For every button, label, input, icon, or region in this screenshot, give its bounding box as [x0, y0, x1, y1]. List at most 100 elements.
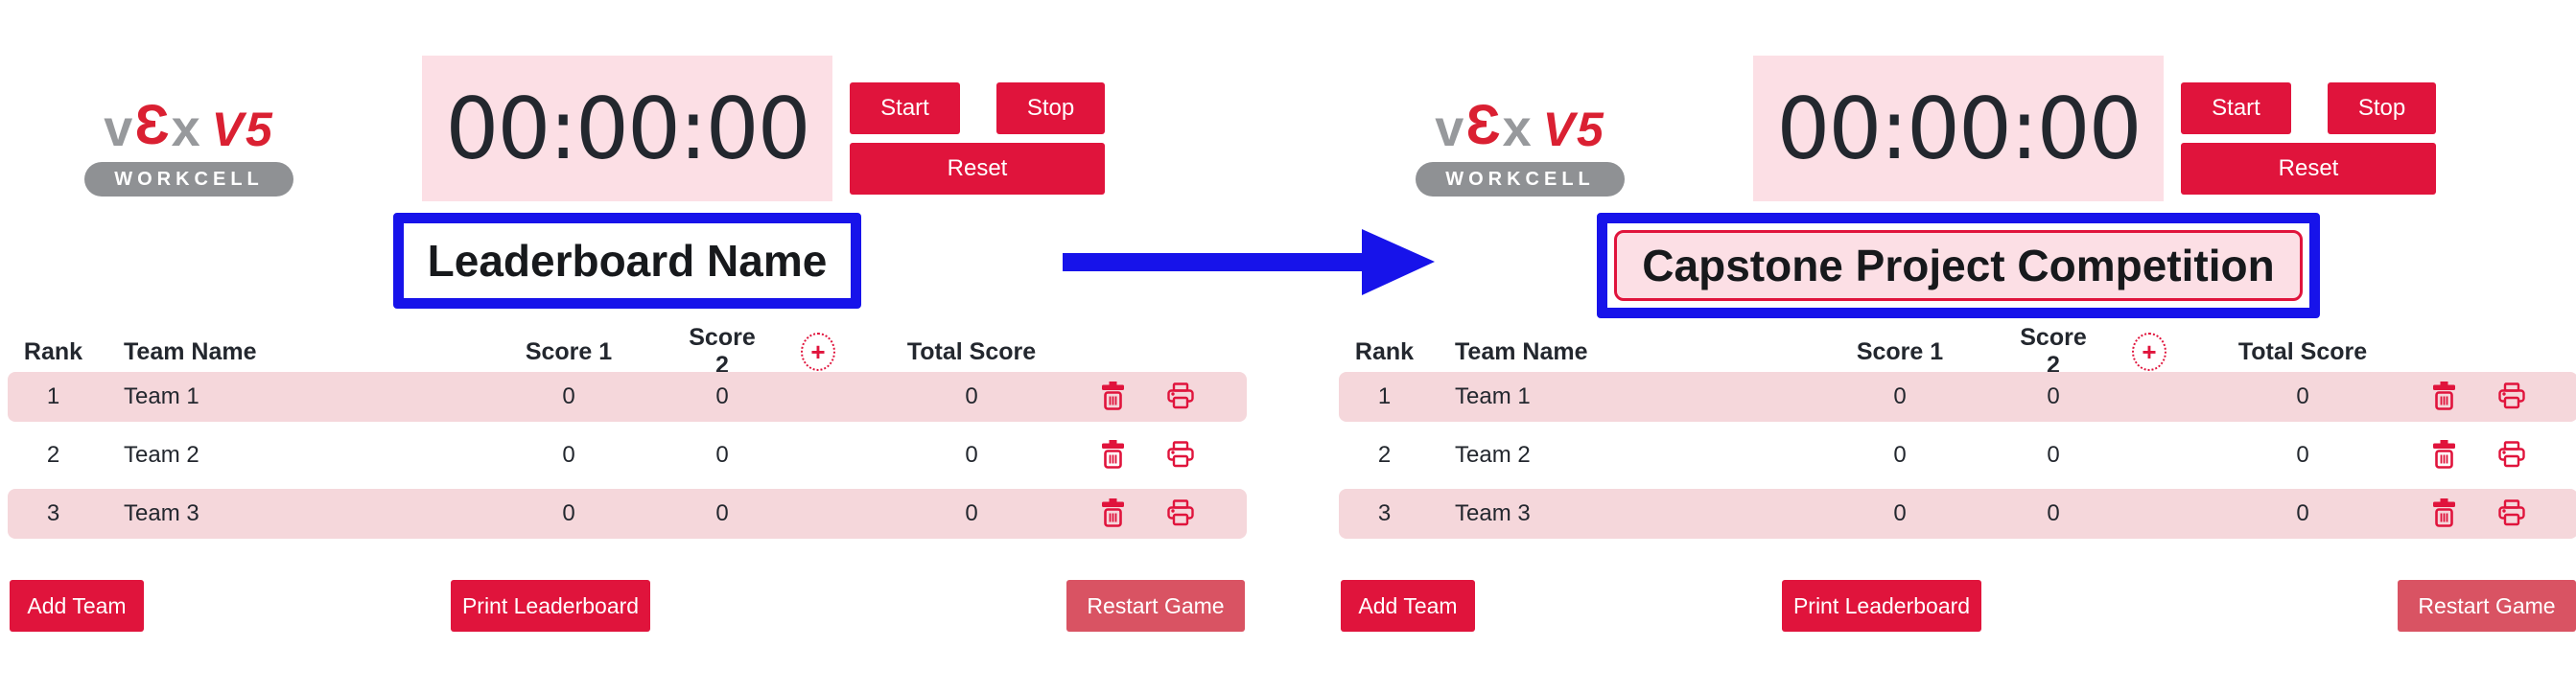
table-row: 1 Team 1 0 0 0	[1339, 372, 2576, 422]
header-score-1: Score 1	[1856, 337, 1944, 365]
header-rank: Rank	[23, 337, 83, 365]
header-total-score: Total Score	[2237, 337, 2368, 365]
timer-controls: Start Stop Reset	[2181, 82, 2436, 195]
timer-controls: Start Stop Reset	[850, 82, 1105, 195]
team-name-cell[interactable]: Team 3	[124, 500, 199, 526]
score-2-cell[interactable]: 0	[2047, 383, 2060, 409]
score-2-cell[interactable]: 0	[715, 500, 729, 526]
vex-e-glyph: Ɛ	[134, 94, 172, 156]
start-stop-row: Start Stop	[850, 82, 1105, 134]
timer-display: 00:00:00	[422, 56, 832, 201]
start-stop-row: Start Stop	[2181, 82, 2436, 134]
table-row: 3 Team 3 0 0 0	[8, 489, 1247, 539]
print-leaderboard-button[interactable]: Print Leaderboard	[1782, 580, 1981, 632]
total-score-cell: 0	[2296, 383, 2309, 409]
restart-game-button[interactable]: Restart Game	[1066, 580, 1245, 632]
printer-icon	[2497, 498, 2526, 529]
print-team-button[interactable]	[1166, 440, 1195, 471]
workcell-badge: WORKCELL	[84, 162, 293, 197]
delete-team-button[interactable]	[1101, 439, 1125, 472]
trash-icon	[1101, 439, 1125, 472]
team-rows: 1 Team 1 0 0 0 2 Team 2 0 0 0	[8, 372, 1247, 547]
team-name-cell[interactable]: Team 2	[124, 442, 199, 468]
team-name-cell[interactable]: Team 1	[124, 383, 199, 409]
rank-cell: 2	[1377, 442, 1392, 468]
trash-icon	[1101, 497, 1125, 530]
printer-icon	[2497, 440, 2526, 471]
delete-team-button[interactable]	[2432, 439, 2456, 472]
score-2-cell[interactable]: 0	[2047, 500, 2060, 526]
table-row: 3 Team 3 0 0 0	[1339, 489, 2576, 539]
timer-display: 00:00:00	[1753, 56, 2164, 201]
leaderboard-title-row: Leaderboard Name	[8, 213, 1247, 309]
footer-actions: Add Team Print Leaderboard Restart Game	[8, 580, 1247, 632]
printer-icon	[1166, 382, 1195, 412]
vex-e-glyph: Ɛ	[1465, 94, 1503, 156]
print-team-button[interactable]	[2497, 382, 2526, 412]
table-header: Rank Team Name Score 1 Score 2 + Total S…	[1339, 324, 2576, 379]
reset-button[interactable]: Reset	[850, 143, 1105, 195]
add-team-button[interactable]: Add Team	[10, 580, 144, 632]
header-team-name: Team Name	[1455, 337, 1588, 365]
total-score-cell: 0	[965, 500, 978, 526]
annotation-highlight-box: Capstone Project Competition	[1597, 213, 2320, 318]
table-row: 1 Team 1 0 0 0	[8, 372, 1247, 422]
score-1-cell[interactable]: 0	[1893, 383, 1907, 409]
total-score-cell: 0	[965, 442, 978, 468]
start-button[interactable]: Start	[850, 82, 960, 134]
score-1-cell[interactable]: 0	[1893, 442, 1907, 468]
team-name-cell[interactable]: Team 1	[1455, 383, 1531, 409]
reset-button[interactable]: Reset	[2181, 143, 2436, 195]
team-name-cell[interactable]: Team 3	[1455, 500, 1531, 526]
add-team-button[interactable]: Add Team	[1341, 580, 1475, 632]
delete-team-button[interactable]	[1101, 381, 1125, 413]
print-team-button[interactable]	[1166, 382, 1195, 412]
table-row: 2 Team 2 0 0 0	[1339, 430, 2576, 480]
rank-cell: 1	[1377, 383, 1392, 409]
total-score-cell: 0	[2296, 442, 2309, 468]
header-score-1: Score 1	[525, 337, 613, 365]
printer-icon	[1166, 440, 1195, 471]
team-name-cell[interactable]: Team 2	[1455, 442, 1531, 468]
start-button[interactable]: Start	[2181, 82, 2291, 134]
score-1-cell[interactable]: 0	[562, 500, 575, 526]
score-1-cell[interactable]: 0	[562, 383, 575, 409]
add-score-column-button[interactable]: +	[801, 333, 835, 371]
header-rank: Rank	[1354, 337, 1415, 365]
stop-button[interactable]: Stop	[996, 82, 1105, 134]
leaderboard-name-input[interactable]: Leaderboard Name	[427, 236, 828, 286]
print-team-button[interactable]	[2497, 498, 2526, 529]
print-team-button[interactable]	[1166, 498, 1195, 529]
stop-button[interactable]: Stop	[2328, 82, 2436, 134]
header-score-2: Score 2	[2020, 324, 2087, 379]
score-2-cell[interactable]: 0	[2047, 442, 2060, 468]
add-score-column-button[interactable]: +	[2132, 333, 2166, 371]
score-1-cell[interactable]: 0	[1893, 500, 1907, 526]
leaderboard-name-input[interactable]: Capstone Project Competition	[1614, 230, 2303, 301]
rank-cell: 2	[46, 442, 60, 468]
trash-icon	[1101, 381, 1125, 413]
delete-team-button[interactable]	[2432, 497, 2456, 530]
trash-icon	[2432, 497, 2456, 530]
score-1-cell[interactable]: 0	[562, 442, 575, 468]
table-header: Rank Team Name Score 1 Score 2 + Total S…	[8, 324, 1247, 379]
score-2-cell[interactable]: 0	[715, 442, 729, 468]
annotation-highlight-box: Leaderboard Name	[392, 213, 862, 309]
trash-icon	[2432, 381, 2456, 413]
transition-arrow-right-icon	[1063, 226, 1439, 299]
print-leaderboard-button[interactable]: Print Leaderboard	[451, 580, 650, 632]
score-2-cell[interactable]: 0	[715, 383, 729, 409]
workcell-badge: WORKCELL	[1416, 162, 1625, 197]
restart-game-button[interactable]: Restart Game	[2398, 580, 2576, 632]
delete-team-button[interactable]	[1101, 497, 1125, 530]
rank-cell: 3	[1377, 500, 1392, 526]
delete-team-button[interactable]	[2432, 381, 2456, 413]
rank-cell: 3	[46, 500, 60, 526]
print-team-button[interactable]	[2497, 440, 2526, 471]
